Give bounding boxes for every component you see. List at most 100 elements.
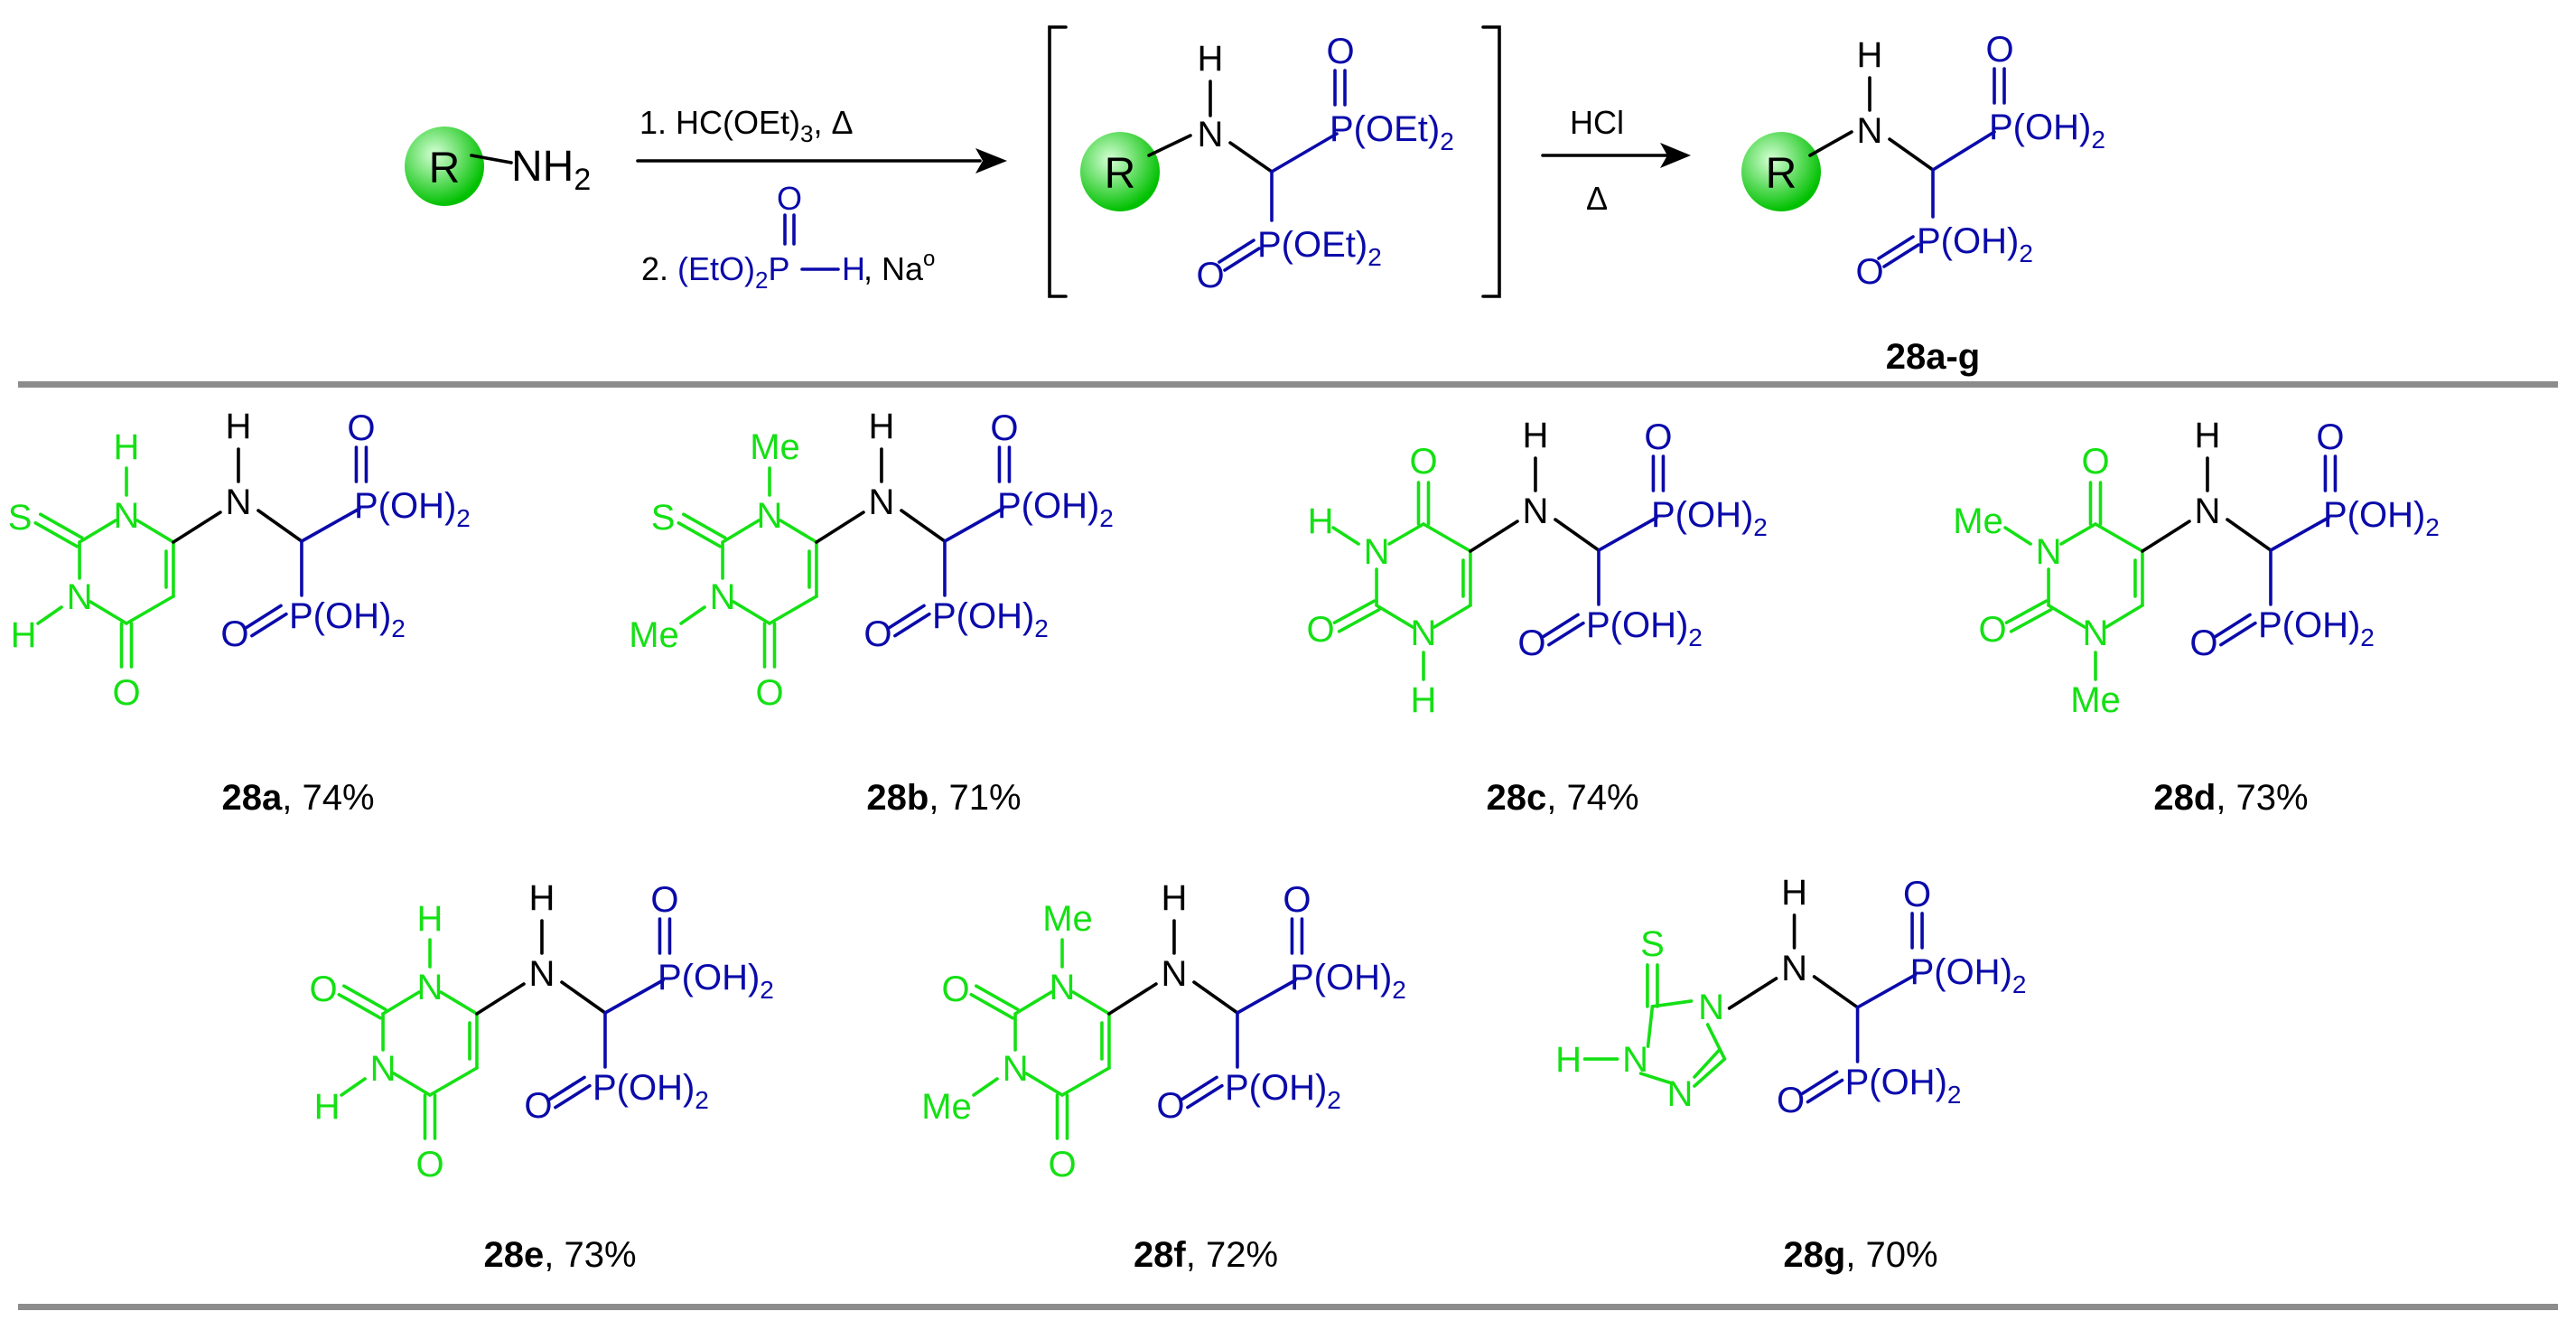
ring-c2-o: O [1978, 610, 2006, 650]
arm-n-c-bond [1554, 518, 1601, 552]
ring-n1-c6-bond [439, 990, 479, 1016]
arm-p2-o: O [1517, 623, 1545, 663]
arm-p1-group: P(OH)2 [1290, 958, 1406, 1004]
arm-p2-o-bond-b [1547, 621, 1585, 647]
heat-condition: Δ [1586, 180, 1608, 217]
ring-n1-c6-bond [779, 519, 818, 544]
arm-p2-group: P(OH)2 [2258, 605, 2375, 651]
ring-n3: N [1364, 532, 1390, 572]
ring-n1-sub: H [114, 427, 140, 467]
ring-c2-exo: O [941, 969, 969, 1009]
product-acid: R N H P(OH)2 O P(OH)2 O 28a-g [1741, 30, 2105, 377]
intermediate-p1-text: P(OEt) [1330, 109, 1440, 149]
arm-p2-o-bond-b [250, 612, 288, 638]
condition-two-suffix: , Nao [863, 247, 935, 287]
ring-n3-sub-bond [2003, 526, 2032, 546]
intermediate-n-c-bond [1228, 141, 1274, 173]
arm-c-p1-bond [300, 507, 361, 543]
arm-p2-group: P(OH)2 [1225, 1068, 1341, 1114]
arm-p1-group-text: P(OH) [658, 958, 760, 998]
ring-n1-c6-bond [1071, 990, 1111, 1016]
ring-n1-c2-bond [2047, 604, 2086, 629]
condition-two-prefix: 2. [641, 250, 677, 287]
arm-p2-o-bond-b [893, 612, 931, 638]
arm-p1-group: P(OH)2 [658, 958, 774, 1004]
ring-c2-exo-bond-b [337, 992, 383, 1020]
arm-p1-group-sub: 2 [1753, 513, 1768, 541]
triazole-c3-n2-bond [1693, 1057, 1727, 1088]
ring-n1-sub: Me [1042, 899, 1093, 939]
ring-n3-sub: H [1308, 501, 1334, 541]
product-p1-group: P(OH)2 [1989, 108, 2105, 154]
arm-p2-o: O [1156, 1086, 1184, 1126]
arm-h: H [2195, 416, 2221, 455]
arm-p2-group-sub: 2 [391, 614, 406, 642]
arm-n-c-bond [257, 509, 303, 543]
arm-p2-group-sub: 2 [1034, 614, 1049, 642]
product-h: H [1857, 35, 1883, 75]
starting-amine: R NH2 [405, 126, 591, 206]
arm-c-p1-bond [1597, 516, 1658, 552]
phosphite-ester: (EtO) [677, 250, 755, 287]
intermediate-p1-sub: 2 [1440, 127, 1454, 155]
arm-p1-group-text: P(OH) [997, 486, 1099, 526]
arm-p1-group-text: P(OH) [354, 486, 456, 526]
sodium-superscript: o [923, 247, 935, 271]
amine-text: NH [511, 143, 574, 191]
product-p2-group: P(OH)2 [1917, 221, 2033, 267]
ring-c4-n3-bond [732, 600, 771, 625]
compound-label: 28g, 70% [1783, 1235, 1937, 1275]
ring-c2-exo-bond-a [974, 984, 1020, 1012]
arm-n-c-bond [2226, 518, 2273, 552]
arm-p2-group: P(OH)2 [1845, 1063, 1962, 1109]
arm-c-n-bond [475, 982, 526, 1016]
ring-c5-c4-bond [768, 595, 818, 625]
compound-id: 28a [221, 778, 282, 818]
arm-p1-group-text: P(OH) [2323, 495, 2425, 535]
product-r-bead [1741, 132, 1821, 211]
intermediate-p2-o-bond-b [1223, 247, 1261, 272]
arm-h: H [1162, 878, 1188, 918]
product-p2-o-bond-a [1877, 235, 1915, 260]
ring-n3-sub: Me [629, 615, 679, 655]
left-bracket [1048, 25, 1068, 298]
arm-c-n-bond [172, 510, 222, 544]
arm-c-n-bond [815, 510, 865, 544]
arm-p2-o-bond-a [548, 1075, 586, 1101]
ring-c2-o-bond-a [1332, 599, 1377, 624]
triazole-n1: N [1622, 1040, 1648, 1080]
arm-p1-group-text: P(OH) [1290, 958, 1392, 998]
arm-p2-group-sub: 2 [1327, 1086, 1341, 1114]
arm-n-c-bond [1812, 975, 1860, 1009]
arm-p2-group-text: P(OH) [2258, 605, 2360, 645]
arm-p2-group-sub: 2 [1947, 1081, 1962, 1109]
step-two-arrow: HCl Δ [1541, 104, 1691, 217]
arm-n: N [869, 482, 895, 522]
compound-id: 28d [2153, 778, 2216, 818]
ring-n3-sub-bond [340, 1077, 367, 1097]
arm-c-n-bond [1727, 977, 1778, 1010]
ring-n1-sub: H [1411, 680, 1437, 720]
ring-c2-o-bond-b [2009, 608, 2053, 633]
triazole-n2: N [1667, 1074, 1694, 1114]
arm-n: N [1523, 492, 1549, 531]
arrow-one-head [975, 148, 1007, 173]
arm-h: H [1781, 873, 1807, 913]
ring-n3: N [710, 577, 736, 617]
ring-n3-c4-bond [1387, 522, 1425, 546]
compound-label: 28e, 73% [483, 1235, 636, 1275]
ring-c2-n1-bond [1013, 990, 1053, 1016]
compound-id: 28c [1486, 778, 1546, 818]
reaction-header: R NH2 1. HC(OEt)3, Δ 2. (EtO)2P H , Nao … [405, 25, 2105, 377]
arm-c-n-bond [2141, 520, 2191, 553]
ring-c2-exo-bond-b [677, 520, 723, 548]
ring-n1-sub: Me [750, 427, 800, 467]
compound-yield: , 72% [1186, 1235, 1278, 1275]
arm-p1-group-sub: 2 [2012, 970, 2027, 998]
ring-c4-o: O [1409, 442, 1437, 482]
ring-n3-sub-bond [972, 1077, 999, 1097]
arm-p2-group-text: P(OH) [1845, 1063, 1947, 1102]
arm-p2-o: O [1777, 1081, 1805, 1120]
arm-p2-o: O [524, 1086, 552, 1126]
